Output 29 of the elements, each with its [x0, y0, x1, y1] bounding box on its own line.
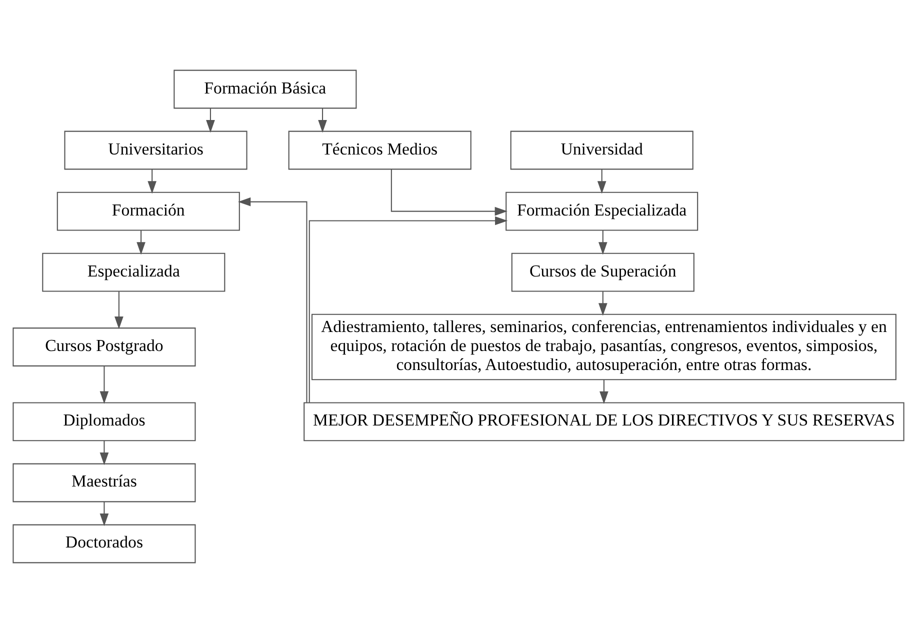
arrow: [599, 380, 608, 404]
arrow: [308, 216, 508, 402]
arrow: [318, 108, 326, 133]
node-box: Maestrías: [12, 463, 196, 502]
arrow: [99, 440, 108, 466]
arrow: [598, 292, 607, 316]
arrow: [99, 502, 108, 526]
arrow: [238, 197, 307, 403]
node-box: Cursos Postgrado: [12, 328, 196, 366]
arrow: [598, 230, 607, 255]
node-box: Doctorados: [12, 524, 196, 564]
node-box: Universidad: [510, 130, 693, 170]
node-box: Universitarios: [64, 130, 247, 170]
node-box: Diplomados: [12, 402, 196, 442]
arrow: [390, 169, 507, 216]
arrow: [596, 169, 606, 194]
node-box: Técnicos Medios: [288, 130, 471, 170]
arrow: [99, 366, 108, 404]
arrow: [147, 169, 156, 194]
node-box: Formación Básica: [173, 70, 356, 109]
arrow: [136, 230, 145, 255]
node-box: Especializada: [42, 252, 225, 292]
node-box: MEJOR DESEMPEÑO PROFESIONAL DE LOS DIRECTIVOS Y SUS RESERVAS: [303, 402, 904, 442]
node-box: Formación: [56, 192, 240, 231]
arrow: [114, 292, 123, 330]
arrow: [206, 108, 214, 133]
node-box: Adiestramiento, talleres, seminarios, conferencias, entrenamientos individuales y en equipos, rotación de puestos de trabajo, pasantías, congresos, eventos, simposios, consultorías, Autoestudio, autosuperación, entre otras formas.: [310, 314, 896, 380]
node-box: Formación Especializada: [505, 192, 698, 231]
node-box: Cursos de Superación: [510, 252, 694, 292]
